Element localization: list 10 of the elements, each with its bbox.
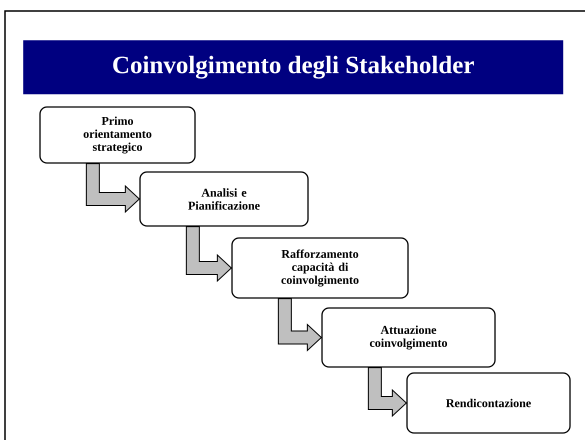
step-box: Primo orientamento strategico — [39, 106, 196, 164]
step-box: Rafforzamento capacità di coinvolgimento — [231, 237, 409, 299]
step-box: Analisi e Pianificazione — [139, 171, 309, 227]
title-banner: Coinvolgimento degli Stakeholder — [23, 40, 564, 94]
bent-arrow — [86, 163, 140, 214]
bent-arrow — [368, 367, 408, 418]
step-box: Rendicontazione — [406, 372, 571, 434]
bent-arrow — [278, 298, 322, 352]
bent-arrow — [186, 226, 232, 282]
step-box: Attuazione coinvolgimento — [321, 307, 496, 368]
